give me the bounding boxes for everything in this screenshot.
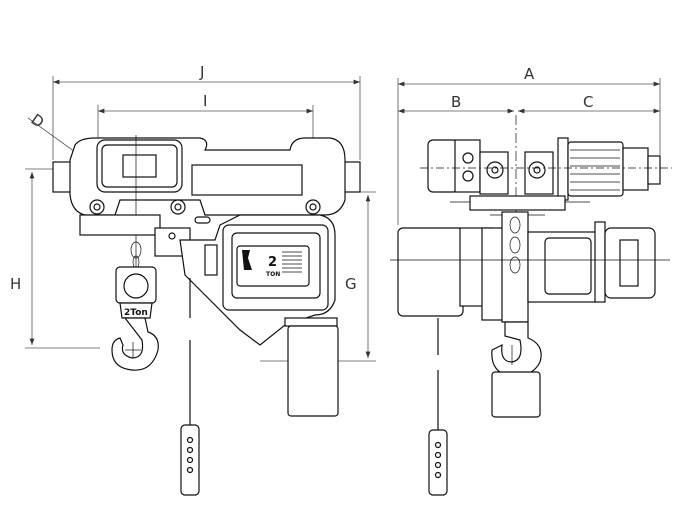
- dimension-c: C: [518, 93, 660, 114]
- side-hook: [491, 321, 542, 377]
- hoist-motor: [390, 221, 670, 303]
- hook-block: 2Ton: [111, 266, 159, 371]
- hoist-gearbox: [397, 227, 508, 321]
- chain-container: [284, 317, 339, 417]
- dimension-label-g: G: [345, 275, 357, 293]
- side-view: [390, 115, 672, 496]
- hook-block-label: 2Ton: [124, 308, 148, 318]
- side-chain-container: [491, 371, 541, 418]
- hook-icon: [111, 317, 159, 371]
- dimension-b: B: [398, 93, 514, 114]
- trolley-motor-left: [427, 139, 509, 195]
- dimension-label-c: C: [583, 93, 593, 111]
- logo-figure-icon: [242, 250, 252, 270]
- dimension-label-i: I: [203, 92, 207, 110]
- trolley-axle: [450, 195, 590, 216]
- pendant-control: [180, 278, 200, 496]
- trolley: [52, 135, 361, 268]
- dimension-label-b: B: [451, 93, 461, 111]
- chain: [501, 211, 529, 323]
- nameplate-capacity: 2: [268, 255, 277, 270]
- dimension-j: J: [52, 63, 361, 160]
- side-pendant-control: [428, 318, 448, 496]
- dimension-label-h: H: [10, 275, 21, 293]
- trolley-motor-right: [420, 137, 672, 201]
- dimension-label-a: A: [524, 65, 535, 83]
- dimension-label-j: J: [199, 63, 204, 81]
- front-view: 2Ton 2 TON: [52, 135, 361, 496]
- trolley-nameplate: [122, 154, 157, 178]
- dimension-a: A: [397, 65, 661, 225]
- nameplate-unit: TON: [266, 271, 280, 278]
- dimension-label-d: D: [28, 110, 48, 131]
- hoist-body: 2 TON: [179, 214, 336, 346]
- chain-guide: [79, 214, 191, 269]
